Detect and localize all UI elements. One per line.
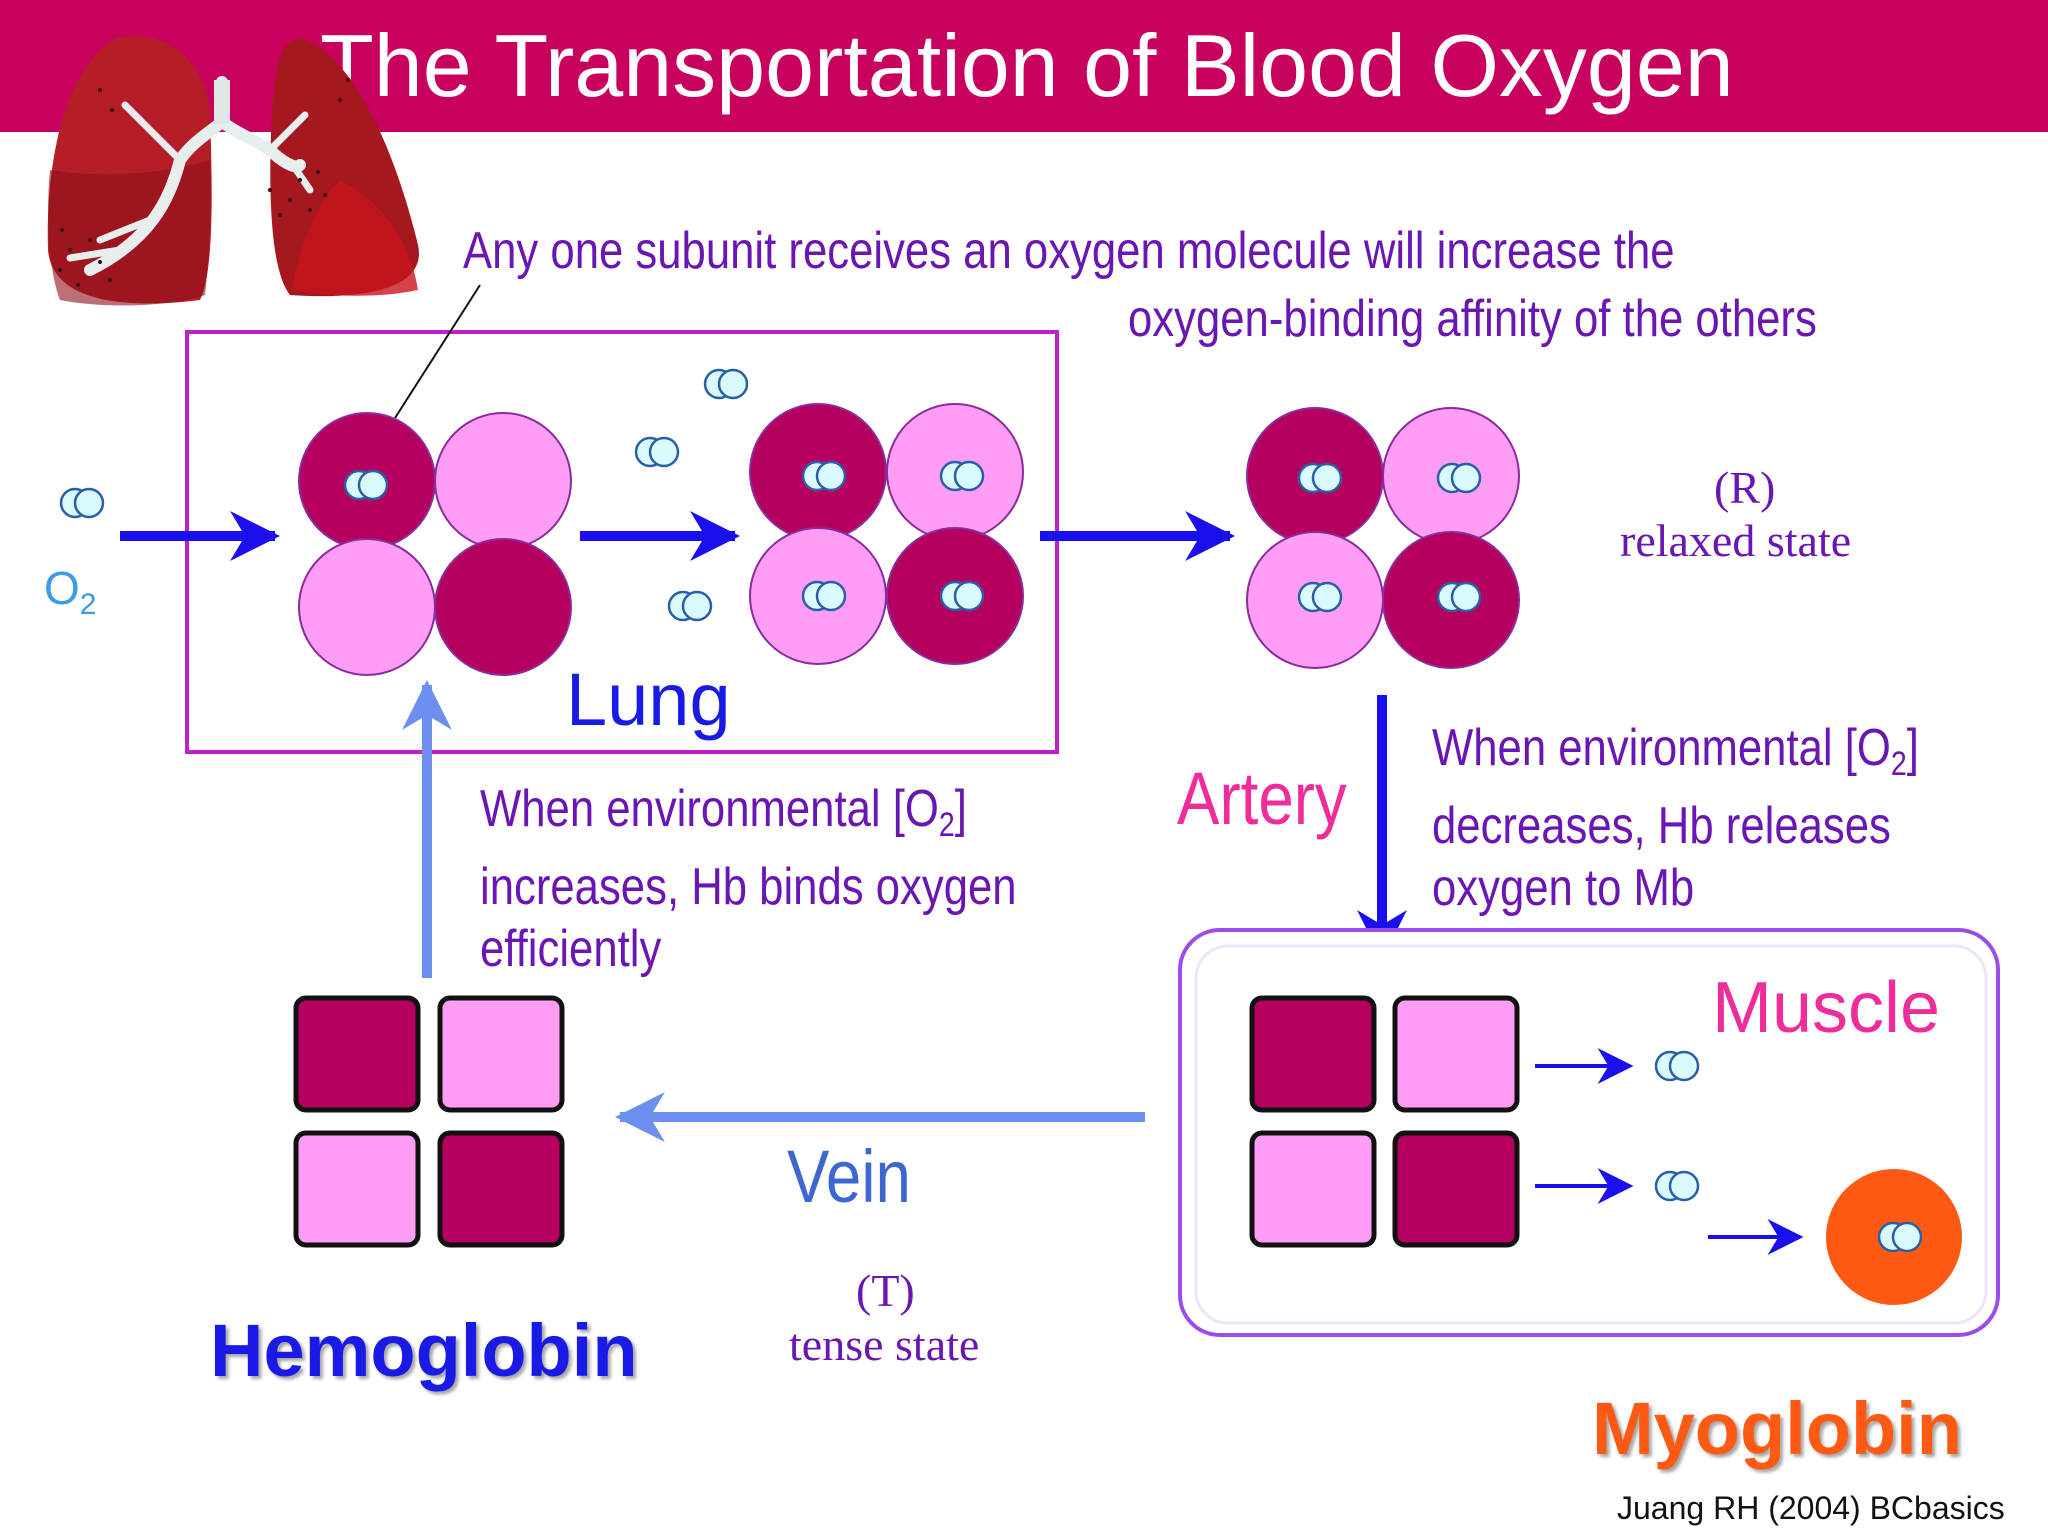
annotation-line-1: Any one subunit receives an oxygen molec… (463, 222, 1675, 280)
release-text-sub: 2 (1890, 745, 1907, 783)
o2-label: O2 (44, 565, 96, 620)
oxygen-molecule-icon (667, 590, 713, 622)
hemoglobin-in-muscle (1249, 995, 1520, 1248)
bind-text-line3: efficiently (480, 920, 662, 978)
credit-text: Juang RH (2004) BCbasics (1617, 1490, 2005, 1526)
hemoglobin-label: Hemoglobin (210, 1309, 638, 1392)
vein-label: Vein (787, 1135, 911, 1218)
release-text-line3: oxygen to Mb (1432, 859, 1695, 917)
o2-label-sub: 2 (79, 588, 97, 621)
artery-label: Artery (1177, 757, 1347, 840)
muscle-label: Muscle (1712, 968, 1941, 1048)
hemoglobin-relaxed-state (1246, 407, 1520, 669)
release-text: When environmental [O2] decreases, Hb re… (1432, 717, 1919, 919)
hemoglobin-tetramer-one-oxygen (298, 412, 572, 676)
page-title: The Transportation of Blood Oxygen (320, 16, 1734, 115)
oxygen-molecule-icon (59, 487, 105, 519)
o2-label-main: O (44, 562, 80, 614)
hemoglobin-tense-state (293, 995, 565, 1248)
bind-text: When environmental [O2] increases, Hb bi… (480, 778, 1017, 980)
release-text-bracket: ] (1906, 719, 1919, 777)
oxygen-molecule-icon (1654, 1050, 1700, 1082)
r-state-name: relaxed state (1620, 515, 1852, 566)
oxygen-molecule-icon (343, 469, 389, 501)
oxygen-molecule-icon (703, 368, 749, 400)
bind-text-line2: increases, Hb binds oxygen (480, 858, 1017, 916)
myoglobin-molecule (1826, 1169, 1962, 1305)
bind-text-sub: 2 (938, 806, 955, 844)
t-state-symbol: (T) (856, 1265, 915, 1316)
bind-text-line1: When environmental [O (480, 780, 939, 838)
myoglobin-label: Myoglobin (1592, 1387, 1962, 1470)
annotation-line-2: oxygen-binding affinity of the others (1128, 290, 1817, 348)
oxygen-molecule-icon (1654, 1170, 1700, 1202)
r-state-symbol: (R) (1714, 462, 1776, 513)
release-text-line1: When environmental [O (1432, 719, 1891, 777)
annotation-leader-line (394, 284, 481, 419)
lung-label: Lung (566, 658, 731, 741)
oxygen-molecule-icon (634, 436, 680, 468)
hemoglobin-tetramer-oxygenated (749, 403, 1024, 665)
lung-box (185, 330, 1059, 754)
release-text-line2: decreases, Hb releases (1432, 797, 1891, 855)
t-state-name: tense state (789, 1319, 980, 1370)
bind-text-bracket: ] (954, 780, 967, 838)
lungs-icon (47, 36, 419, 306)
